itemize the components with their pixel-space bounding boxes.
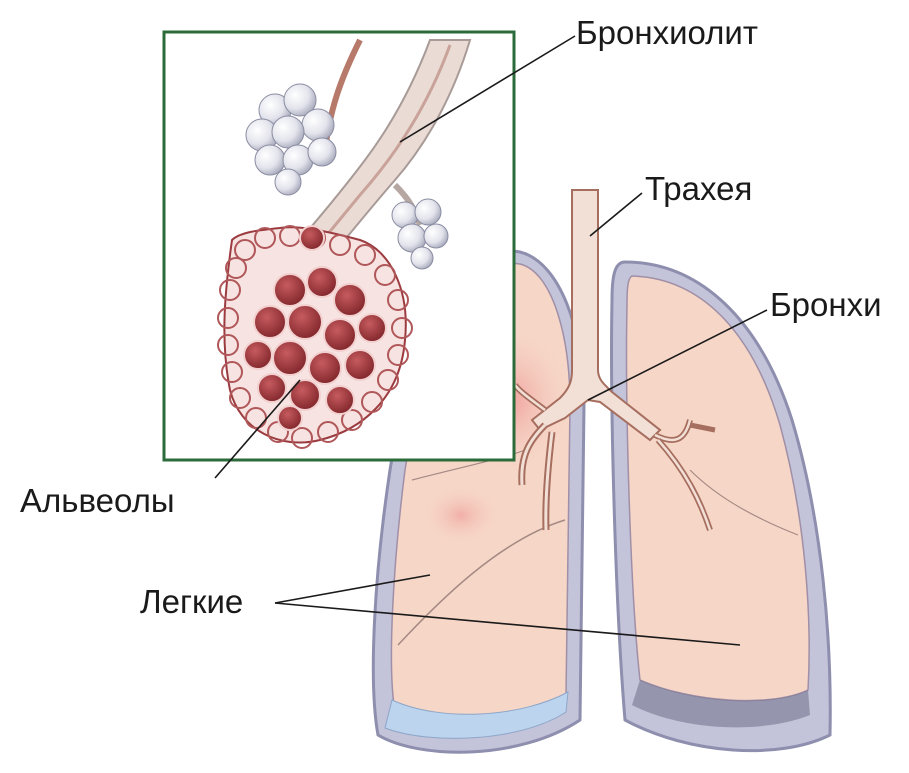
label-trachea: Трахея bbox=[645, 172, 752, 205]
right-lung bbox=[612, 262, 831, 751]
label-alveoli: Альвеолы bbox=[20, 484, 175, 517]
inflammation-patch-lower bbox=[425, 485, 505, 545]
label-lungs: Легкие bbox=[140, 585, 243, 618]
bronchiole-inset bbox=[164, 32, 514, 460]
label-bronchi: Бронхи bbox=[770, 288, 882, 321]
label-bronchiole: Бронхиолит bbox=[576, 16, 758, 49]
